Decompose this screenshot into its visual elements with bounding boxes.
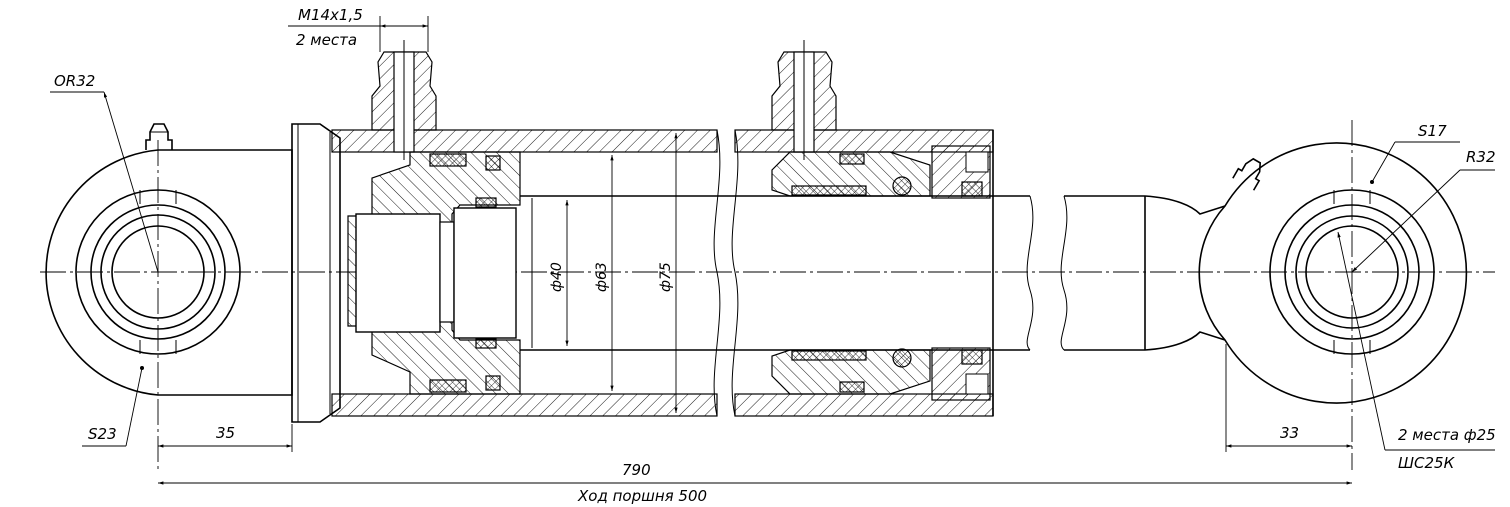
overall-length-label: 790 — [622, 461, 651, 479]
right-leaders: S17 R32 2 места ф25 ШС25К — [1337, 122, 1496, 472]
thread-qty-label: 2 места — [296, 31, 357, 49]
dia-piston-label: ф63 — [594, 262, 610, 292]
stroke-label: Ход поршня 500 — [577, 487, 707, 505]
piston-rod — [520, 195, 1226, 351]
rod-eye — [1198, 120, 1468, 470]
left-leaders: OR32 S23 — [50, 72, 159, 447]
dia-outer-label: ф75 — [658, 262, 674, 292]
radius-right-label: R32 — [1466, 148, 1496, 166]
length-dimensions: 35 33 790 Ход поршня 500 — [158, 344, 1352, 505]
dim-35-label: 35 — [216, 424, 235, 442]
rod-gland — [771, 145, 991, 401]
dim-33-label: 33 — [1280, 424, 1299, 442]
port-front — [771, 40, 837, 160]
bearing-type-label: ШС25К — [1398, 454, 1456, 472]
rear-cap — [291, 123, 341, 423]
thread-callout: M14x1,5 2 места — [288, 6, 429, 52]
diameter-dimensions: ф40 ф63 ф75 — [549, 133, 678, 413]
rear-eye — [45, 140, 293, 470]
thread-label: M14x1,5 — [298, 6, 363, 24]
grease-fitting-rear — [145, 123, 173, 150]
radius-left-label: OR32 — [54, 72, 95, 90]
wall-left-label: S23 — [88, 425, 117, 443]
piston — [347, 151, 521, 395]
port-rear — [371, 40, 437, 160]
bearing-qty-label: 2 места ф25 — [1398, 426, 1496, 444]
grease-fitting-front — [1232, 157, 1262, 191]
break-lines — [713, 129, 1068, 417]
wall-right-label: S17 — [1418, 122, 1447, 140]
dia-rod-label: ф40 — [549, 262, 565, 292]
